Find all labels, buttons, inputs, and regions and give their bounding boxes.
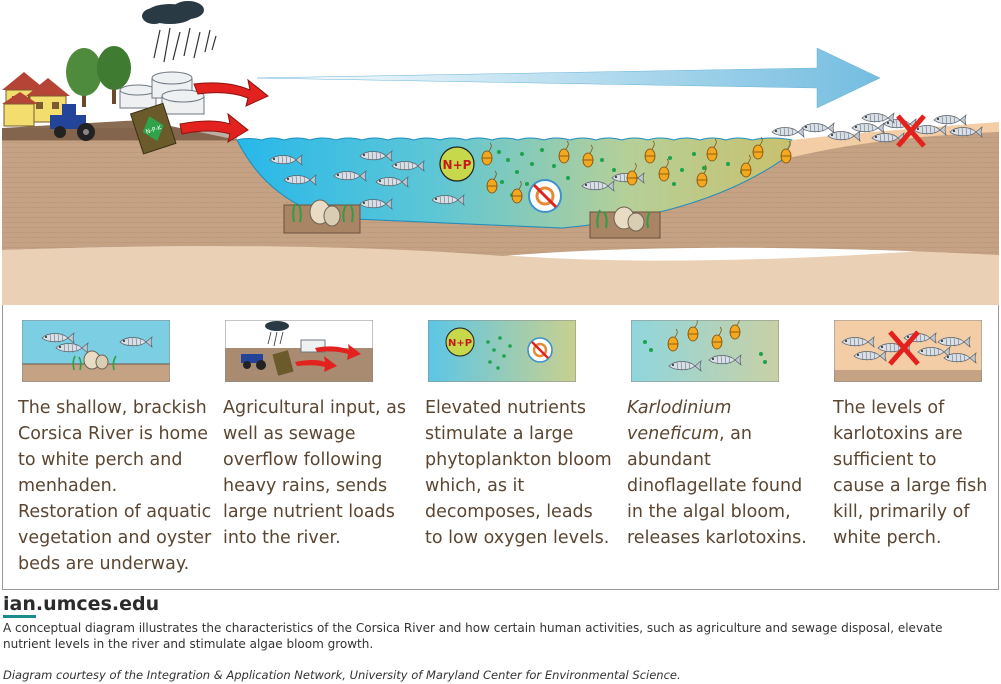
x-mark-icon: [896, 114, 926, 148]
caption-bloom: Elevated nutrients stimulate a large phy…: [425, 398, 612, 548]
fish-kill: [771, 112, 983, 148]
source-logo: ian.umces.edu: [3, 593, 160, 618]
species-name: Karlodinium veneficum: [627, 398, 732, 444]
panel-habitat-thumbnail: [22, 320, 170, 382]
trees: [66, 46, 131, 107]
flow-arrow: [256, 47, 881, 109]
panel-input-thumbnail: [225, 320, 373, 382]
panel-dinoflagellate-thumbnail: [631, 320, 779, 382]
river-scene: N-P-K N+P: [2, 0, 999, 305]
logo-prefix: ian: [3, 593, 36, 618]
rain-cloud: [142, 1, 217, 63]
logo-suffix: .umces.edu: [35, 593, 160, 615]
nutrient-badge: N+P: [439, 146, 475, 182]
nutrient-input-arrows: [179, 78, 269, 144]
tractor: [50, 104, 95, 141]
caption-fish-kill: The levels of karlotoxins are sufficient…: [833, 398, 988, 548]
figure-description: A conceptual diagram illustrates the cha…: [3, 621, 943, 651]
caption-dinoflagellate-text: , an abundant dinoflagellate found in th…: [627, 424, 807, 548]
sewage-plant: [119, 71, 205, 115]
aquatic-vegetation: [292, 203, 651, 229]
oyster-beds: [309, 199, 645, 232]
figure-credit: Diagram courtesy of the Integration & Ap…: [3, 668, 681, 682]
fertilizer-bag: N-P-K: [129, 102, 177, 155]
phytoplankton: [497, 148, 744, 197]
houses: [2, 72, 70, 127]
panel-fishkill-thumbnail: [834, 320, 982, 382]
low-oxygen-icon: [528, 179, 562, 213]
caption-habitat: The shallow, brackish Corsica River is h…: [18, 398, 212, 574]
np-label: N+P: [443, 158, 472, 172]
caption-dinoflagellate: Karlodinium veneficum, an abundant dinof…: [627, 395, 812, 551]
panel-bloom-thumbnail: N+P: [428, 320, 576, 382]
np-label-small: N+P: [448, 338, 472, 349]
caption-nutrient-input: Agricultural input, as well as sewage ov…: [223, 398, 406, 548]
